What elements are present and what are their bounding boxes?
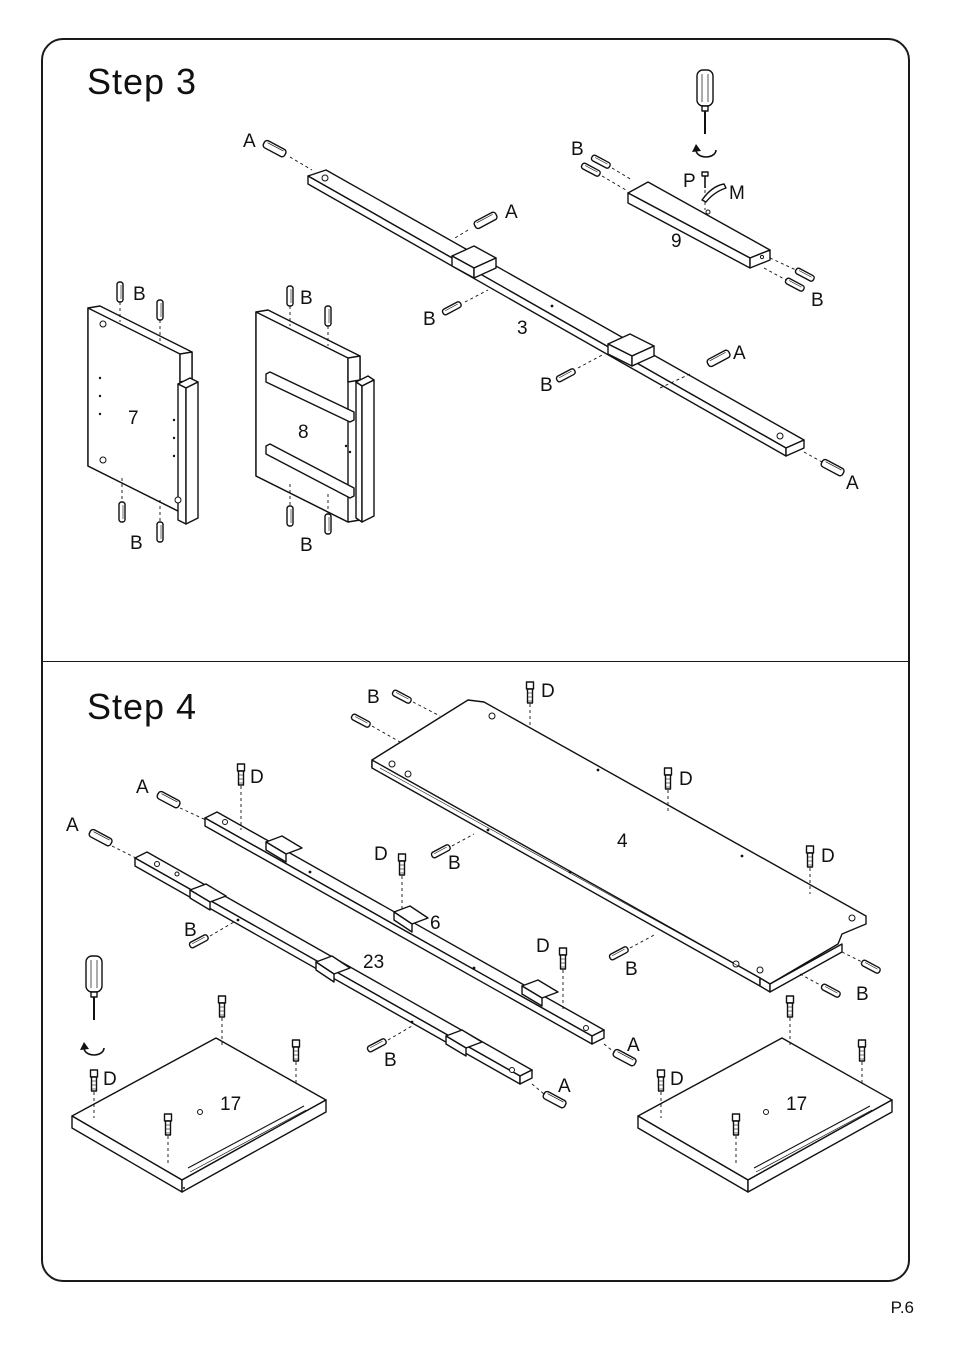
part-8-number: 8 bbox=[298, 422, 309, 443]
screw-p-icon bbox=[702, 172, 708, 210]
dowel-a-top-left bbox=[262, 139, 312, 170]
part-6-number: 6 bbox=[430, 913, 441, 934]
part-9-board bbox=[628, 182, 770, 268]
label-a: A bbox=[243, 131, 256, 152]
part-17-right-board bbox=[638, 1038, 892, 1192]
dowel-a-6-left bbox=[156, 790, 206, 820]
dowel-b-4-lower bbox=[609, 934, 656, 961]
label-d: D bbox=[541, 681, 555, 702]
label-a: A bbox=[505, 202, 518, 223]
screwdriver-icon bbox=[697, 70, 713, 134]
label-b: B bbox=[448, 853, 461, 874]
label-b: B bbox=[540, 375, 553, 396]
rotate-arrow-icon bbox=[80, 1042, 104, 1055]
part-3-number: 3 bbox=[517, 318, 528, 339]
label-d: D bbox=[374, 844, 388, 865]
part-17-left-board bbox=[72, 1038, 326, 1192]
rotate-arrow-icon bbox=[692, 144, 716, 157]
label-b: B bbox=[133, 284, 146, 305]
screwdriver-icon bbox=[86, 956, 102, 1020]
dowels-b-9-left bbox=[581, 154, 632, 190]
label-b: B bbox=[571, 139, 584, 160]
label-a: A bbox=[627, 1035, 640, 1056]
label-d: D bbox=[103, 1069, 117, 1090]
label-p: P bbox=[683, 171, 696, 192]
part-17-number: 17 bbox=[786, 1094, 807, 1115]
page-number: P.6 bbox=[891, 1298, 914, 1318]
label-b: B bbox=[184, 920, 197, 941]
label-m: M bbox=[729, 183, 745, 204]
label-a: A bbox=[66, 815, 79, 836]
label-a: A bbox=[733, 343, 746, 364]
part-8-panel bbox=[256, 310, 374, 522]
label-b: B bbox=[423, 309, 436, 330]
part-7-panel bbox=[88, 306, 198, 524]
label-a: A bbox=[558, 1076, 571, 1097]
label-b: B bbox=[625, 959, 638, 980]
dowel-b-left bbox=[442, 290, 488, 316]
label-b: B bbox=[856, 984, 869, 1005]
part-3-rail bbox=[308, 170, 804, 456]
label-b: B bbox=[384, 1050, 397, 1071]
label-d: D bbox=[250, 767, 264, 788]
label-d: D bbox=[821, 846, 835, 867]
label-b: B bbox=[811, 290, 824, 311]
label-d: D bbox=[670, 1069, 684, 1090]
dowel-a-23-left bbox=[88, 828, 136, 858]
label-a: A bbox=[846, 473, 859, 494]
dowel-a-right-end bbox=[804, 452, 845, 477]
dowel-a-mid bbox=[455, 211, 498, 238]
label-b: B bbox=[300, 535, 313, 556]
dowel-b-23-right bbox=[367, 1026, 412, 1053]
label-b: B bbox=[130, 533, 143, 554]
part-4-number: 4 bbox=[617, 831, 628, 852]
label-d: D bbox=[536, 936, 550, 957]
part-9-number: 9 bbox=[671, 231, 682, 252]
label-b: B bbox=[367, 687, 380, 708]
part-23-number: 23 bbox=[363, 952, 384, 973]
dowel-b-right bbox=[556, 354, 604, 383]
part-17-number: 17 bbox=[220, 1094, 241, 1115]
part-7-number: 7 bbox=[128, 408, 139, 429]
label-b: B bbox=[300, 288, 313, 309]
dowels-b-9-right bbox=[764, 258, 815, 292]
label-a: A bbox=[136, 777, 149, 798]
label-d: D bbox=[679, 769, 693, 790]
